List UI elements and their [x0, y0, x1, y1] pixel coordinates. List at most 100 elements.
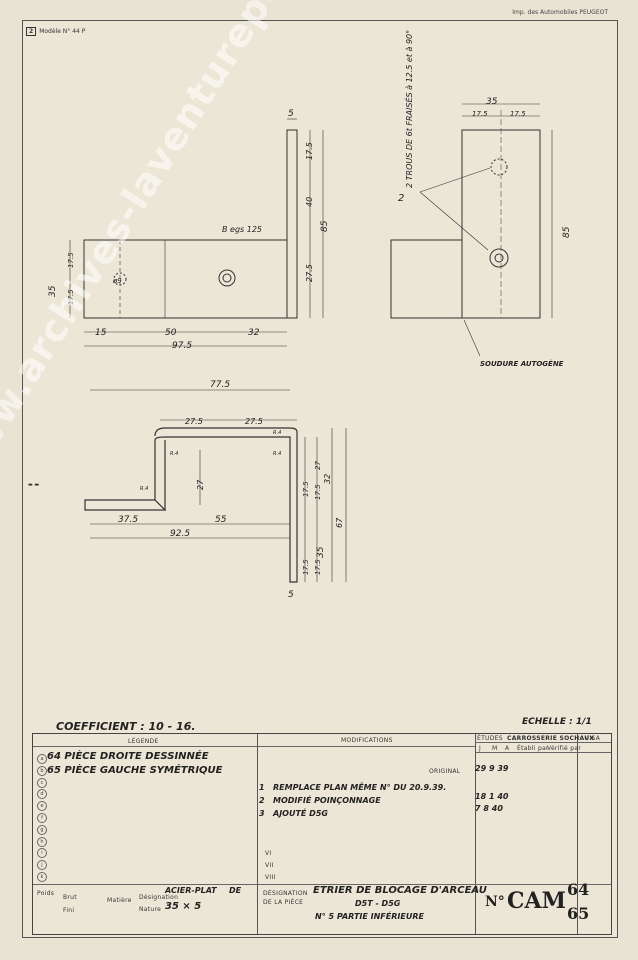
poids-label: Poids: [37, 890, 55, 897]
dim-right-w1: 17.5: [472, 110, 488, 118]
margin-mark: ▬ ▬: [28, 482, 40, 488]
modification-1: REMPLACE PLAN MÊME N° DU 20.9.39.: [273, 783, 447, 792]
dim-bottom-v1: 17.5: [302, 481, 310, 497]
bent-profile: [154, 427, 298, 583]
roman-viii: VIII: [265, 874, 276, 881]
legend-circle-h: h: [37, 836, 47, 847]
front-view-plate: [83, 239, 288, 319]
dim-bottom-left: 37.5: [118, 515, 138, 525]
dim-bottom-v8: 17.5: [314, 559, 322, 575]
dim-right-w: 35: [486, 97, 498, 107]
dim-front-w1: 15: [95, 328, 107, 338]
fini-label: Fini: [63, 907, 75, 914]
legend-circle-k: k: [37, 872, 47, 882]
title-block: LÉGENDE MODIFICATIONS ORIGINAL ÉTUDES CA…: [32, 733, 612, 935]
legende-item-1: 64 PIÈCE DROITE DESSINNÉE: [47, 751, 209, 762]
modification-2: MODIFIÉ POINÇONNAGE: [273, 796, 381, 805]
dim-front-total-w: 97.5: [172, 341, 192, 351]
legend-circle-b: b: [37, 765, 47, 776]
brut-label: Brut: [63, 894, 77, 901]
dim-front-total-h: 35: [48, 285, 58, 297]
col-a: A: [505, 745, 510, 752]
legende-item-2: 65 PIÈCE GAUCHE SYMÉTRIQUE: [47, 765, 223, 776]
col-etabli: Établi par: [517, 745, 549, 752]
dim-bottom-v3: 27: [314, 461, 322, 470]
date-row-2: 18 1 40: [475, 792, 509, 801]
dim-side-h2: 40: [305, 197, 314, 207]
legend-circle-a: a: [37, 754, 47, 764]
legend-circle-j: j: [37, 860, 47, 871]
designation-sub: D5T - D5G: [355, 899, 401, 908]
radius-1: R.4: [140, 486, 148, 492]
printer-note: Imp. des Automobiles PEUGEOT: [512, 9, 608, 16]
weld-note: SOUDURE AUTOGÈNE: [480, 359, 564, 368]
bolt-note: B egs 125: [222, 225, 262, 234]
drawing-sheet: [22, 20, 618, 938]
original-label: ORIGINAL: [429, 768, 461, 775]
date-row-1: 29 9 39: [475, 764, 509, 773]
dim-thickness-top: 5: [288, 109, 294, 119]
mod-mark-1: 1: [259, 783, 265, 792]
material-value: ACIER-PLAT: [165, 886, 217, 895]
dim-bottom-v4: 32: [323, 474, 332, 484]
radius-3: R.4: [273, 430, 281, 436]
legend-circle-c: c: [37, 777, 47, 788]
dim-bottom-h27: 27: [196, 479, 205, 490]
carrosserie-label: CARROSSERIE SOCHAUX: [507, 735, 595, 742]
dim-bottom-mid: 55: [215, 515, 227, 525]
number-bottom: 65: [567, 904, 590, 923]
dim-bottom-v6: 35: [316, 546, 326, 558]
dim-side-total: 85: [320, 220, 330, 232]
radius-2: R.4: [170, 451, 178, 457]
dim-side-h1: 17.5: [305, 142, 314, 160]
model-box: 2: [26, 27, 37, 36]
col-m: M: [492, 745, 498, 752]
dim-bottom-v2: 17.5: [314, 484, 322, 500]
dim-right-w2: 17.5: [510, 110, 526, 118]
dim-bottom-v7: 17.5: [302, 559, 310, 575]
legende-label: LÉGENDE: [128, 738, 159, 745]
dim-front-w3: 32: [248, 328, 260, 338]
roman-vii: VII: [265, 862, 274, 869]
dim-right-h: 85: [562, 226, 572, 238]
dim-front-hb: 17.5: [67, 289, 75, 305]
date-row-3: 7 8 40: [475, 804, 503, 813]
scale-note: ECHELLE : 1/1: [522, 717, 592, 727]
de-label: DE: [229, 886, 242, 895]
dim-front-ha: 17.5: [67, 252, 75, 268]
legend-circle-g: g: [37, 824, 47, 835]
col-j: J: [479, 745, 482, 752]
mod-mark-2: 2: [259, 796, 265, 805]
dim-bottom-s1: 27.5: [185, 417, 203, 426]
coefficient: COEFFICIENT : 10 - 16.: [56, 720, 196, 733]
dim-bottom-total: 92.5: [170, 529, 190, 539]
legend-circle-e: e: [37, 801, 47, 812]
modifications-label: MODIFICATIONS: [341, 737, 393, 744]
hole-note: ø9: [112, 277, 122, 285]
legend-circle-f: f: [37, 813, 47, 823]
number-top: 64: [567, 880, 590, 899]
dims-value: 35 × 5: [165, 901, 202, 912]
number-code: CAM: [507, 888, 566, 914]
visa-label: VISA: [585, 735, 601, 742]
dim-bottom-v5: 67: [335, 517, 344, 528]
etudes-label: ÉTUDES: [477, 735, 503, 742]
radius-4: R.4: [273, 451, 281, 457]
model-label: Modèle N° 44 P: [39, 28, 86, 35]
legend-circle-d: d: [37, 789, 47, 800]
modification-3: AJOUTÉ D5G: [273, 809, 328, 818]
legend-circle-i: i: [37, 848, 47, 859]
dim-bottom-s2: 27.5: [245, 417, 263, 426]
dim-side-h3: 27.5: [305, 264, 314, 282]
nature-label: Nature: [139, 906, 162, 913]
designation-value: ETRIER DE BLOCAGE D'ARCEAU: [313, 885, 487, 896]
col-verifie: Vérifié par: [547, 745, 582, 752]
dim-front-w2: 50: [165, 328, 177, 338]
holes-note: 2 TROUS DE 6t FRAISÉS à 12.5 et à 90°: [403, 30, 414, 188]
number-prefix: N°: [485, 894, 505, 910]
dim-thickness-bottom: 5: [288, 590, 294, 600]
designation-side: DÉSIGNATION DE LA PIÈCE: [263, 890, 308, 906]
ref-circle-2: 2: [398, 193, 404, 204]
